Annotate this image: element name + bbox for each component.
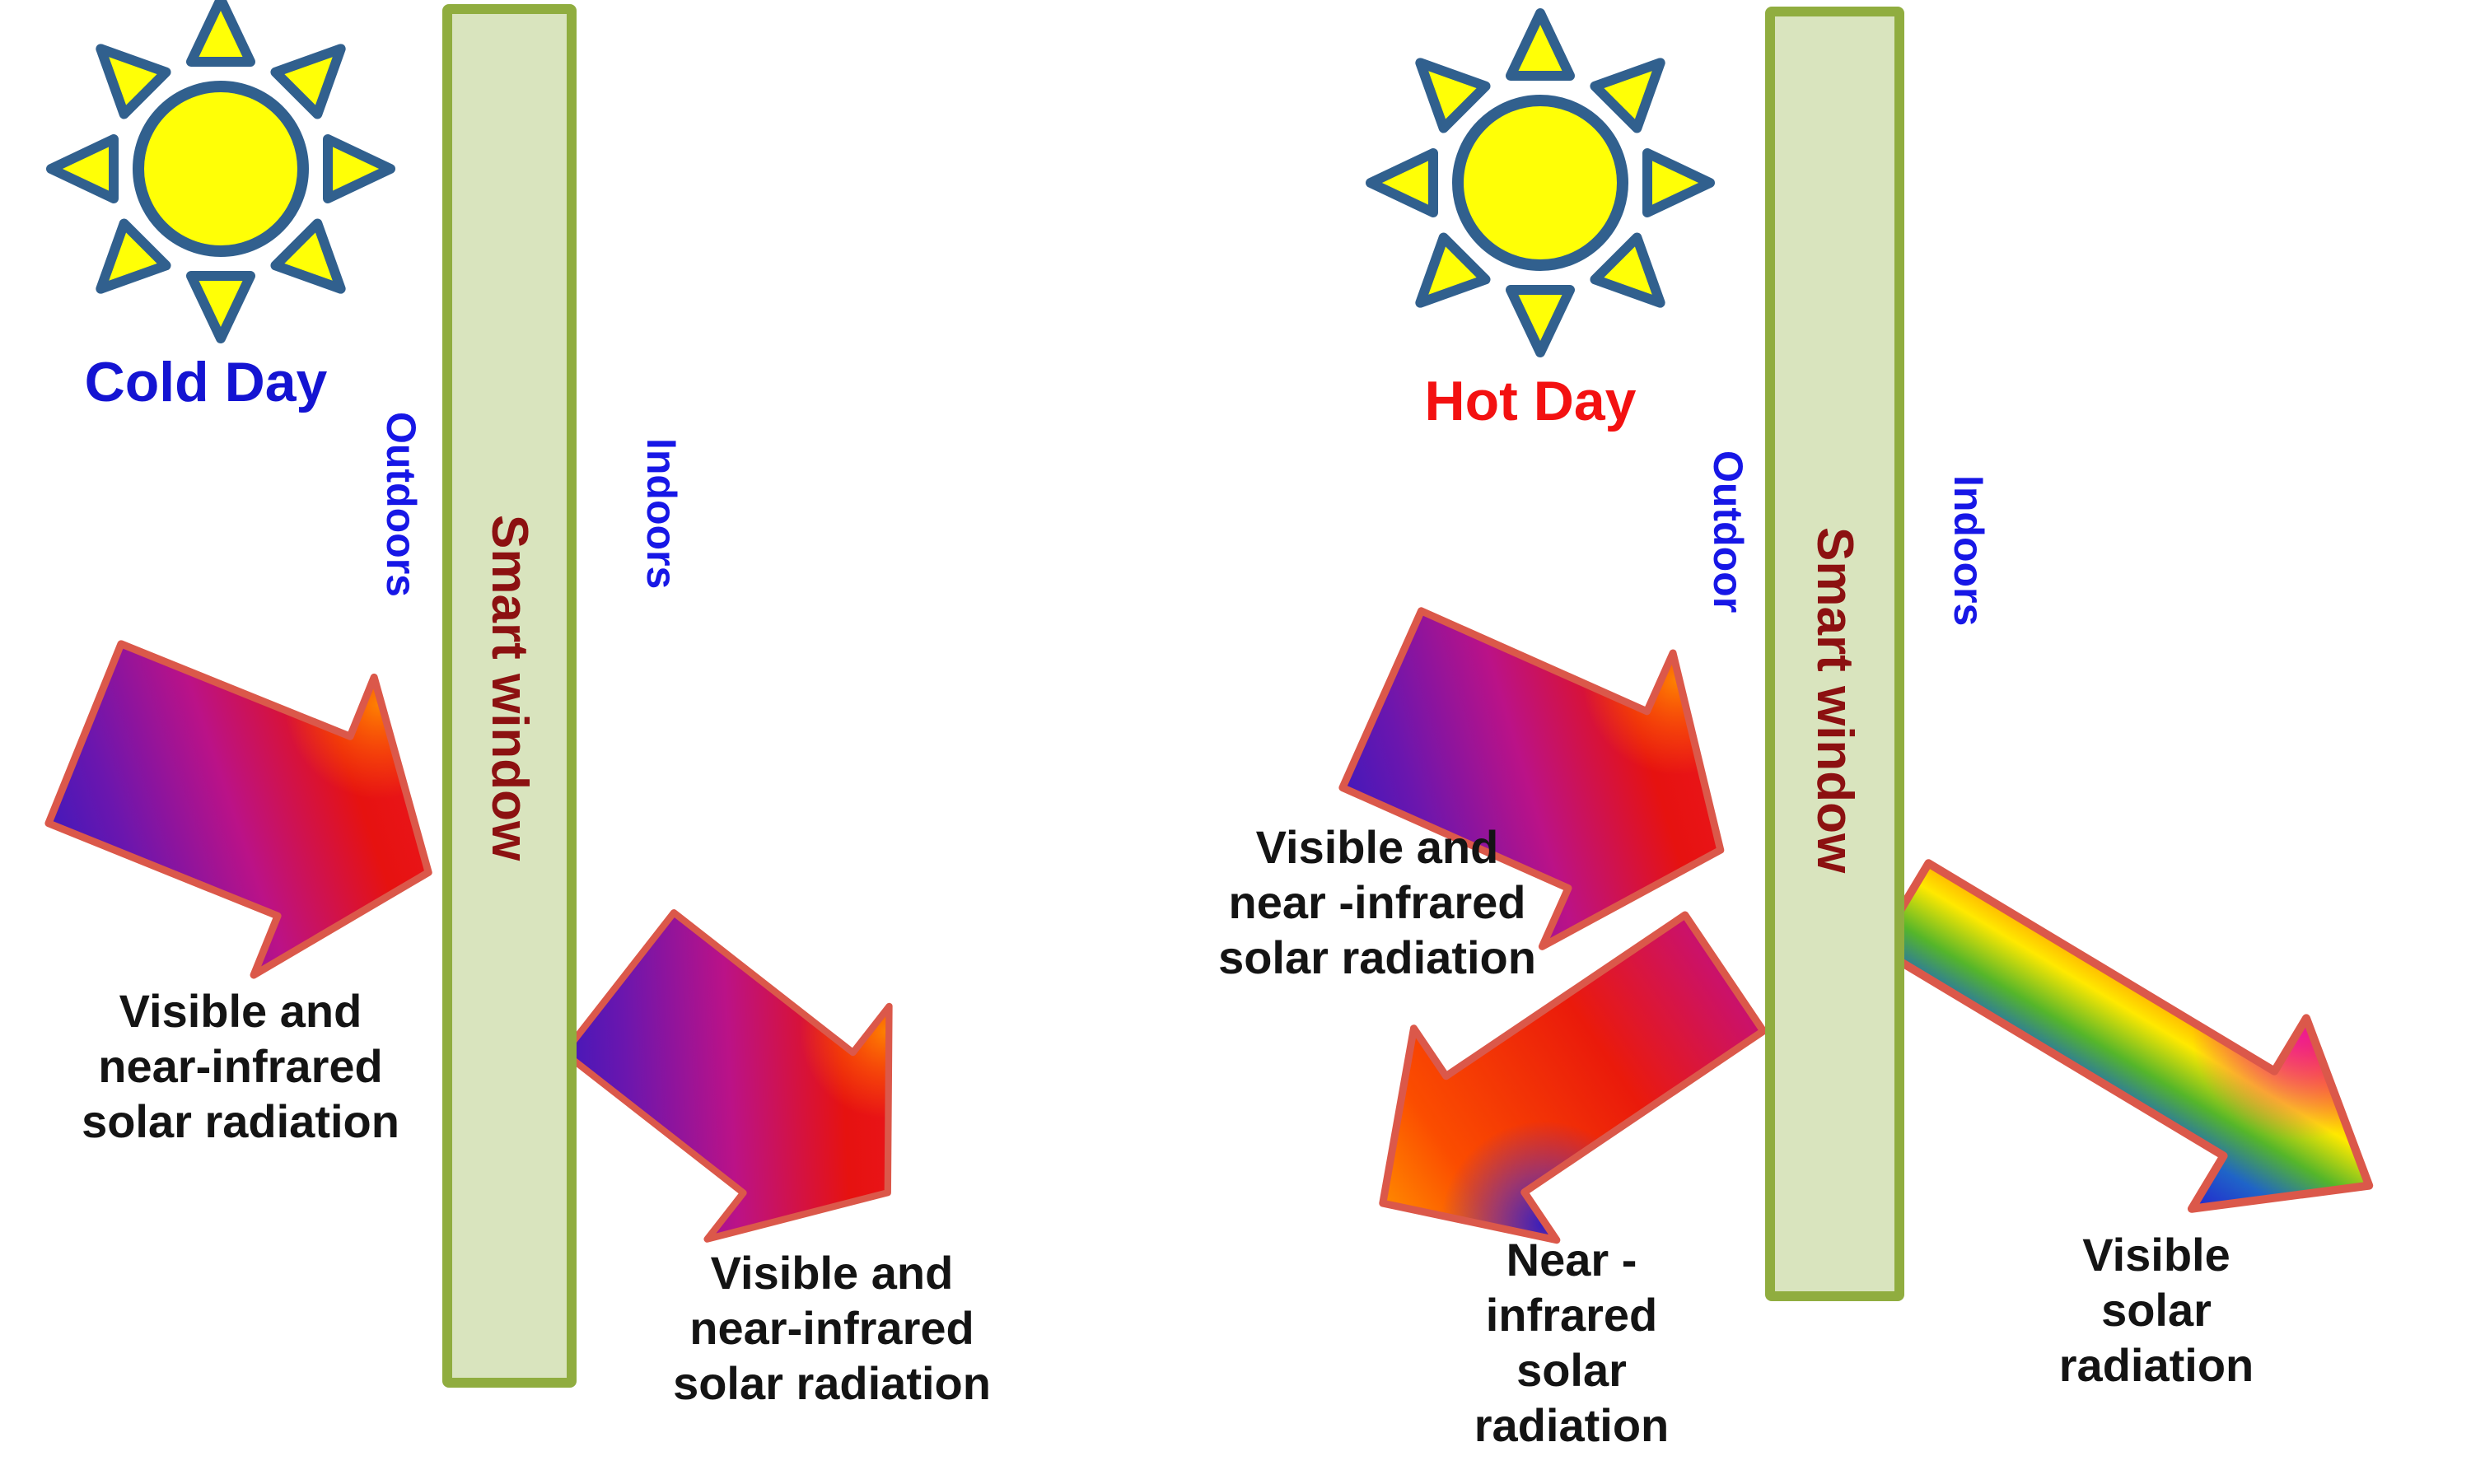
incident-radiation-arrow-icon	[25, 585, 488, 1021]
label-line: near -infrared	[1228, 876, 1526, 928]
label-line: solar	[1516, 1344, 1627, 1396]
smart-window-bar: Smart window	[1765, 7, 1904, 1301]
reflected-nir-label: Near - infrared solar radiation	[1474, 1232, 1669, 1453]
label-line: radiation	[1474, 1399, 1670, 1451]
incident-radiation-label: Visible and near -infrared solar radiati…	[1218, 819, 1536, 985]
label-line: solar radiation	[1218, 931, 1536, 983]
label-line: Visible and	[1255, 821, 1499, 873]
label-line: Visible	[2082, 1229, 2230, 1281]
transmitted-visible-label: Visible solar radiation	[2059, 1227, 2254, 1393]
smart-window-label: Smart window	[481, 515, 538, 861]
sun-icon	[1371, 13, 1710, 352]
label-line: solar	[2101, 1284, 2212, 1336]
zone-label-outdoors: Outdoors	[378, 412, 424, 597]
transmitted-radiation-arrow-icon	[528, 866, 979, 1309]
cold-day-title: Cold Day	[84, 351, 328, 413]
hot-day-title: Hot Day	[1424, 370, 1637, 432]
zone-label-outdoor: Outdoor	[1705, 450, 1751, 614]
zone-label-indoors: Indoors	[1946, 475, 1992, 627]
reflected-nir-arrow-icon	[1379, 911, 1768, 1244]
label-line: radiation	[2058, 1339, 2254, 1391]
label-line: Visible and	[710, 1247, 954, 1299]
label-line: infrared	[1485, 1289, 1658, 1341]
incident-radiation-label: Visible and near-infrared solar radiatio…	[82, 983, 399, 1149]
label-line: solar radiation	[673, 1357, 991, 1409]
transmitted-radiation-label: Visible and near-infrared solar radiatio…	[673, 1245, 991, 1411]
zone-label-indoors: Indoors	[638, 438, 684, 590]
label-line: Visible and	[119, 985, 362, 1037]
smart-window-label: Smart window	[1806, 527, 1863, 874]
label-line: Near -	[1506, 1234, 1637, 1286]
label-line: near-infrared	[98, 1040, 383, 1092]
sun-icon	[51, 0, 390, 338]
label-line: solar radiation	[82, 1095, 399, 1147]
smart-window-bar: Smart window	[442, 4, 577, 1388]
transmitted-visible-arrow-icon	[1873, 859, 2374, 1213]
label-line: near-infrared	[689, 1302, 974, 1354]
